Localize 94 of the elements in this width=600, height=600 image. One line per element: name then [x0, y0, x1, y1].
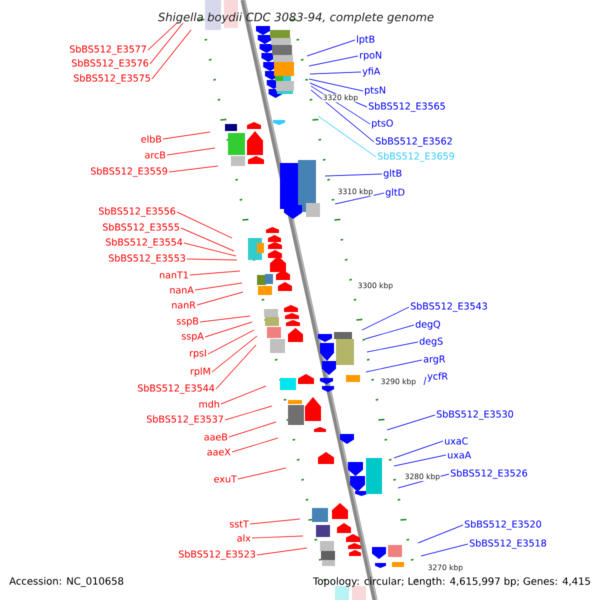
- gene-label: degS: [420, 337, 443, 347]
- leader-line: [362, 306, 410, 330]
- gene-label: SbBS512_E3526: [450, 469, 528, 479]
- leader-line: [418, 524, 464, 544]
- genome-info-text: Topology: circular; Length: 4,615,997 bp; Genes: 4,415: [312, 577, 590, 587]
- gene-label: rpoN: [360, 52, 382, 60]
- leader-line: [364, 324, 414, 340]
- gene-label: alx: [237, 534, 250, 542]
- gene-label: aaeX: [207, 448, 230, 456]
- gene-label: ycfR: [427, 372, 448, 382]
- gene-label: SbBS512_E3577: [70, 45, 146, 55]
- leader-line: [256, 548, 308, 556]
- leader-line: [318, 116, 376, 158]
- gene-label: gltD: [386, 188, 404, 198]
- leader-line: [232, 438, 278, 452]
- gene-label: gltB: [384, 169, 402, 179]
- gene-label: argR: [424, 356, 446, 364]
- leader-line: [366, 342, 418, 352]
- leader-line: [308, 56, 358, 66]
- leader-line: [208, 330, 254, 354]
- gene-label: nanT1: [160, 271, 188, 279]
- gene-label: rpsI: [190, 350, 206, 358]
- leader-line: [220, 386, 266, 404]
- gene-label: yfiA: [362, 67, 380, 77]
- gene-label: SbBS512_E3576: [72, 59, 148, 69]
- leader-line: [324, 174, 382, 176]
- leader-line: [310, 90, 374, 142]
- leader-line: [250, 518, 300, 524]
- leader-line: [366, 360, 422, 372]
- gene-label: arcB: [145, 151, 166, 159]
- gene-label: SbBS512_E3555: [102, 223, 179, 233]
- leader-line: [394, 454, 446, 466]
- leader-line: [186, 258, 238, 260]
- gene-label: SbBS512_E3553: [108, 254, 186, 264]
- gene-label: SbBS512_E3559: [90, 167, 168, 177]
- gene-label: SbBS512_E3562: [376, 137, 452, 147]
- gene-label: aaeB: [204, 433, 228, 441]
- leader-line: [216, 344, 256, 390]
- gene-label: degQ: [416, 320, 440, 330]
- leader-line: [420, 544, 468, 556]
- gene-label: SbBS512_E3530: [436, 410, 514, 420]
- leader-line: [184, 242, 236, 256]
- gene-label: ptsO: [372, 119, 393, 129]
- gene-label: SbBS512_E3518: [470, 539, 546, 549]
- leader-line: [166, 148, 216, 156]
- leader-line: [306, 40, 356, 56]
- leader-line: [386, 414, 436, 430]
- gene-label: SbBS512_E3575: [74, 74, 150, 84]
- leader-line: [310, 72, 362, 74]
- leader-line: [150, 22, 184, 64]
- gene-label: uxaA: [448, 451, 472, 459]
- gene-label: SbBS512_E3659: [378, 152, 454, 162]
- gene-label: lptB: [357, 35, 374, 45]
- gene-label: ptsN: [365, 86, 386, 96]
- title: Shigella boydii CDC 3083-94, complete genome: [158, 12, 434, 24]
- gene-label: SbBS512_E3544: [138, 384, 214, 394]
- leader-line: [162, 132, 210, 140]
- leader-line: [200, 316, 250, 322]
- gene-label: exuT: [214, 475, 237, 483]
- leader-line: [204, 322, 252, 338]
- gene-label: SbBS512_E3565: [368, 102, 445, 112]
- leader-line: [334, 192, 384, 204]
- leader-line: [308, 78, 364, 92]
- leader-line: [176, 212, 232, 238]
- leader-line: [152, 30, 192, 80]
- gene-label: sspB: [176, 318, 198, 326]
- leader-line: [252, 536, 304, 538]
- leader-line: [212, 336, 258, 372]
- gene-label: sstT: [230, 520, 249, 528]
- leader-line: [148, 22, 178, 50]
- gene-label: uxaC: [445, 437, 468, 445]
- gene-label: mdh: [199, 400, 219, 408]
- gene-label: SbBS512_E3520: [464, 520, 542, 530]
- gene-label: sspA: [182, 332, 204, 342]
- gene-label: rplM: [190, 367, 210, 377]
- gene-label: nanA: [170, 286, 194, 294]
- gene-label: elbB: [141, 135, 162, 143]
- gene-label: SbBS512_E3523: [178, 550, 256, 560]
- leader-line: [196, 292, 244, 306]
- gene-label: SbBS512_E3537: [146, 415, 223, 425]
- gene-label: nanR: [172, 301, 196, 309]
- accession-text: Accession: NC_010658: [9, 577, 124, 587]
- leader-line: [190, 270, 240, 276]
- leader-line: [228, 422, 276, 438]
- leader-line: [424, 376, 426, 386]
- leader-line: [224, 406, 272, 420]
- leader-line: [238, 468, 286, 480]
- leader-line: [194, 282, 242, 290]
- leader-line: [168, 166, 218, 172]
- leader-line: [180, 228, 234, 252]
- gene-label: SbBS512_E3543: [410, 302, 487, 312]
- leader-line: [394, 440, 444, 458]
- gene-label: SbBS512_E3554: [106, 238, 182, 248]
- gene-label: SbBS512_E3556: [98, 207, 176, 217]
